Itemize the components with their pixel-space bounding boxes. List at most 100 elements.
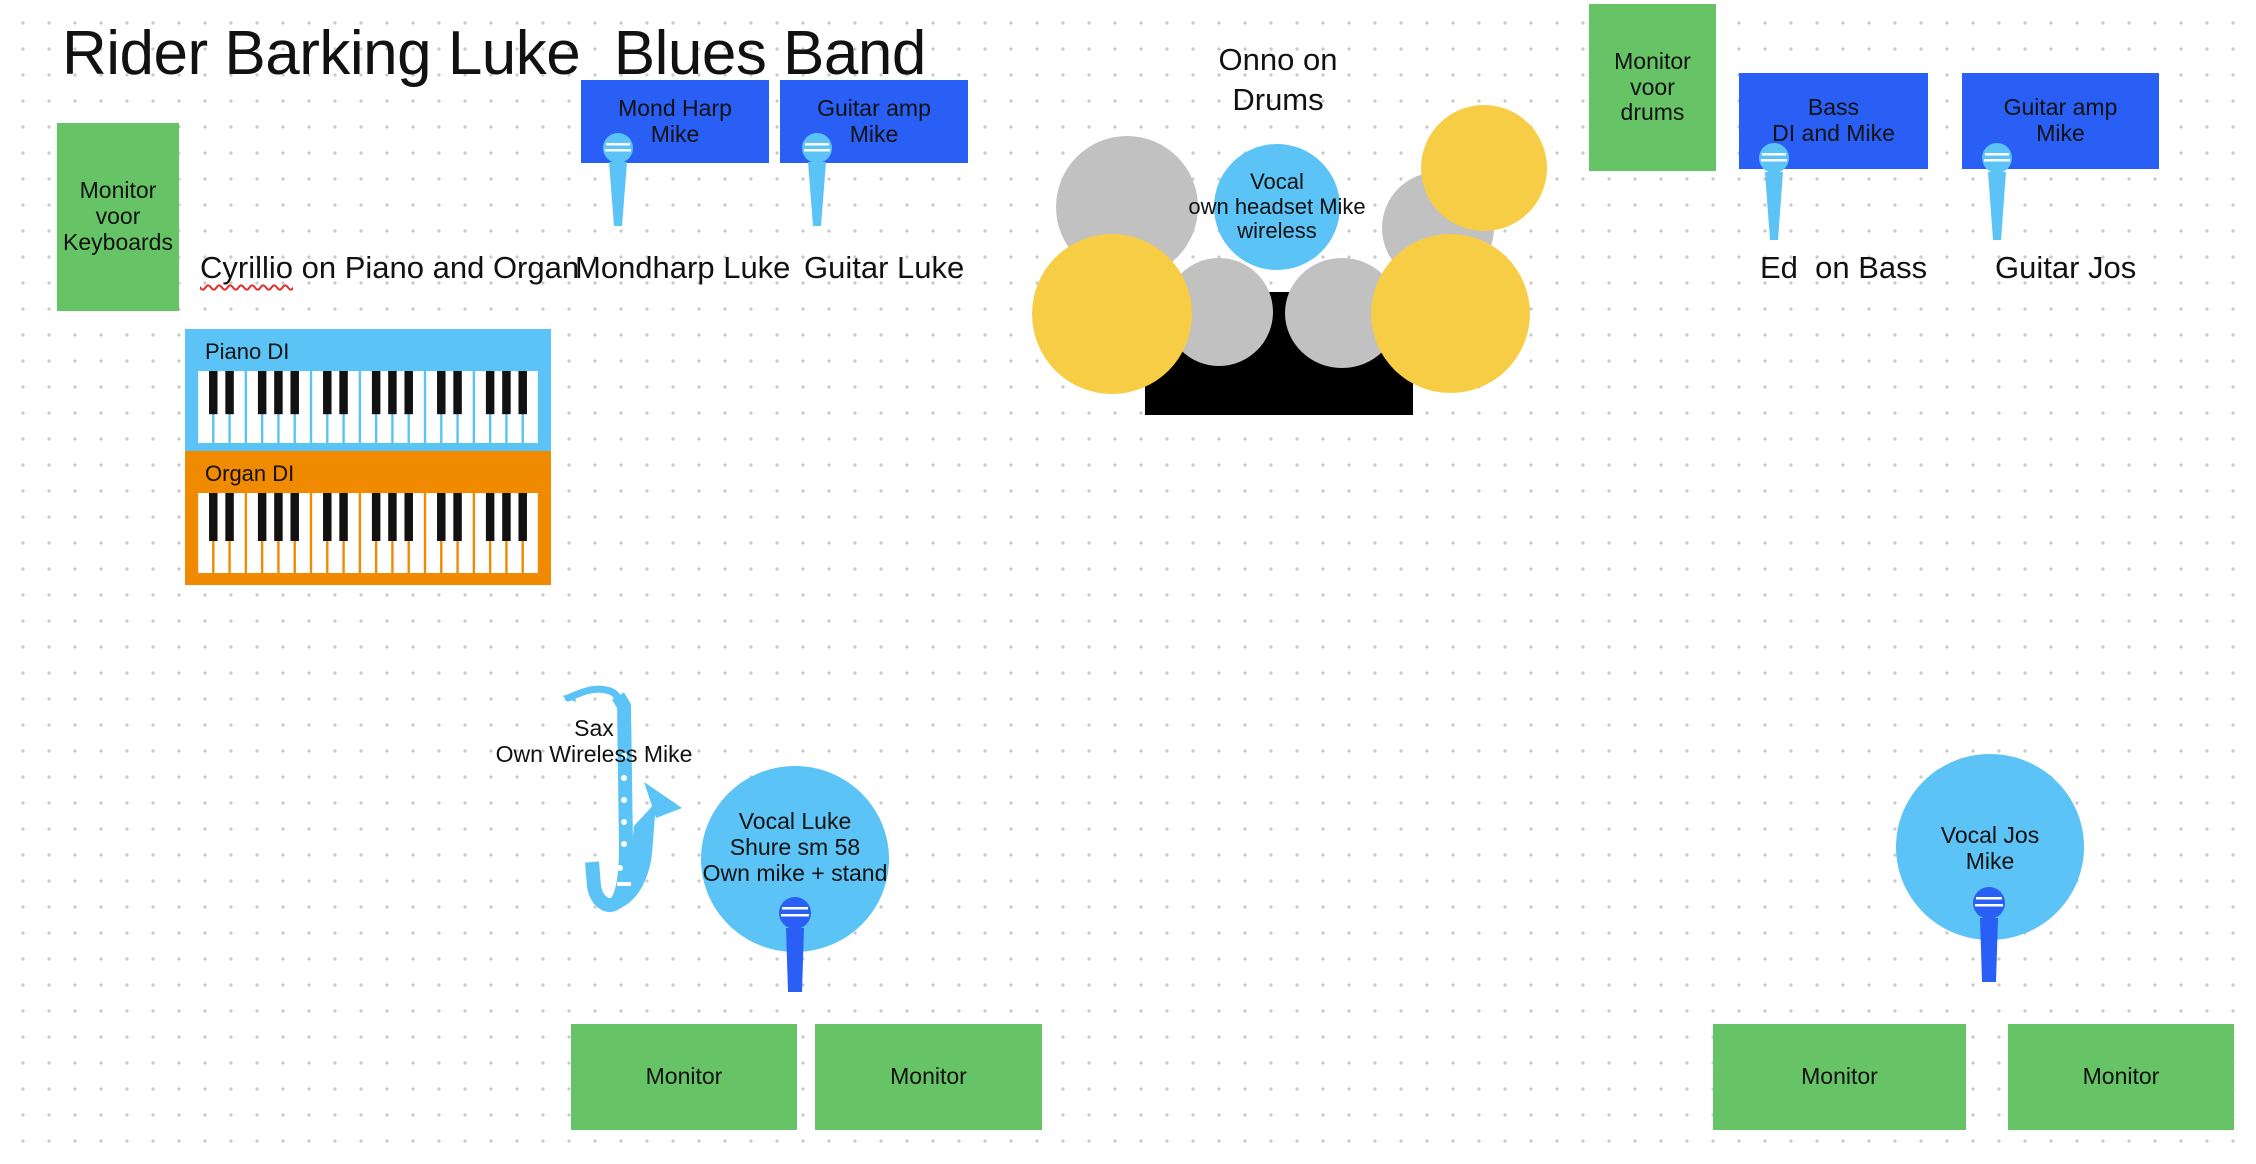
white-key: [442, 493, 457, 573]
crash-cymbal: [1421, 105, 1547, 231]
piano-keyboard[interactable]: Piano DI: [185, 329, 551, 451]
keyboardist-label: Cyrillio on Piano and Organ: [200, 250, 579, 286]
monitor-drums[interactable]: Monitor voor drums: [1589, 4, 1716, 171]
black-key: [225, 371, 234, 415]
piano-di-label: Piano DI: [205, 339, 290, 364]
white-key: [198, 493, 213, 573]
white-key: [409, 371, 424, 443]
white-key: [263, 493, 278, 573]
white-key: [361, 493, 375, 573]
white-key: [491, 371, 506, 443]
white-key: [523, 371, 538, 443]
white-key: [377, 493, 392, 573]
keyboardist-name: Cyrillio: [200, 250, 293, 285]
white-key: [507, 371, 522, 443]
white-key: [491, 493, 506, 573]
white-key: [263, 371, 278, 443]
black-key: [388, 493, 397, 541]
drums-label: Onno on Drums: [1218, 42, 1338, 117]
black-key: [209, 371, 218, 415]
monitor-4[interactable]: Monitor: [2008, 1024, 2234, 1130]
monitor-2[interactable]: Monitor: [815, 1024, 1042, 1130]
white-key: [214, 371, 229, 443]
white-key: [328, 493, 343, 573]
bass-di-box[interactable]: Bass DI and Mike: [1739, 73, 1928, 169]
black-key: [339, 493, 348, 541]
black-key: [274, 493, 283, 541]
black-key: [453, 493, 462, 541]
white-key: [328, 371, 343, 443]
monitor-keyboards[interactable]: Monitor voor Keyboards: [57, 123, 179, 311]
keyboardist-role: on Piano and Organ: [293, 250, 580, 285]
ride-cymbal: [1371, 234, 1530, 393]
organ-keyboard[interactable]: Organ DI: [185, 451, 551, 585]
white-key: [214, 493, 229, 573]
white-key: [312, 371, 327, 443]
white-key: [475, 371, 489, 443]
drums-vocal-circle[interactable]: Vocal own headset Mike wireless: [1188, 144, 1366, 270]
organ-di-label: Organ DI: [205, 461, 295, 486]
vocal-jos-text: Vocal Jos Mike: [1940, 822, 2040, 874]
black-key: [209, 493, 218, 541]
black-key: [485, 371, 495, 415]
black-key: [518, 493, 527, 541]
white-key: [247, 371, 261, 443]
black-key: [502, 493, 511, 541]
page-title: Rider Barking Luke Blues Band: [62, 19, 926, 88]
white-key: [295, 371, 310, 443]
black-key: [290, 493, 299, 541]
guitar-luke-label: Guitar Luke: [804, 250, 965, 285]
monitor-3[interactable]: Monitor: [1713, 1024, 1966, 1130]
mond-harp-mic-icon: [603, 133, 633, 226]
black-key: [371, 493, 381, 541]
white-key: [507, 493, 522, 573]
keyboard-keys-graphic: [198, 371, 538, 443]
white-key: [458, 371, 473, 443]
vocal-luke-text: Vocal Luke Shure sm 58 Own mike + stand: [702, 808, 888, 886]
mondharp-label: Mondharp Luke: [575, 250, 791, 285]
black-key: [257, 493, 267, 541]
black-key: [323, 371, 332, 415]
black-key: [437, 371, 446, 415]
saxophone-icon: [562, 685, 682, 912]
black-key: [323, 493, 332, 541]
ed-bass-label: Ed on Bass: [1760, 250, 1928, 285]
monitor-1[interactable]: Monitor: [571, 1024, 797, 1130]
sax-label: Sax Own Wireless Mike: [495, 715, 693, 768]
white-key: [279, 493, 294, 573]
black-key: [274, 371, 283, 415]
white-key: [523, 493, 538, 573]
white-key: [442, 371, 457, 443]
white-key: [344, 371, 359, 443]
black-key: [290, 371, 299, 415]
vocal-jos-mic-icon: [1973, 887, 2005, 982]
piano-keys: [197, 371, 539, 443]
white-key: [230, 493, 245, 573]
black-key: [453, 371, 462, 415]
bass-mic-icon: [1759, 143, 1789, 240]
guitar-jos-label: Guitar Jos: [1995, 250, 2137, 285]
drums-vocal-text: Vocal own headset Mike wireless: [1188, 168, 1366, 244]
white-key: [230, 371, 245, 443]
black-key: [518, 371, 527, 415]
white-key: [426, 371, 441, 443]
keyboard-keys-graphic: [198, 493, 538, 573]
white-key: [295, 493, 310, 573]
vocal-luke-circle[interactable]: Vocal Luke Shure sm 58 Own mike + stand: [701, 766, 889, 952]
black-key: [371, 371, 381, 415]
black-key: [339, 371, 348, 415]
white-key: [377, 371, 392, 443]
organ-keys: [197, 493, 539, 573]
white-key: [279, 371, 294, 443]
black-key: [437, 493, 446, 541]
guitar-luke-mic-icon: [802, 133, 832, 226]
black-key: [388, 371, 397, 415]
guitar-jos-mic-icon: [1982, 143, 2012, 240]
vocal-luke-mic-icon: [779, 897, 811, 992]
mond-harp-mike-box[interactable]: Mond Harp Mike: [581, 80, 769, 163]
white-key: [393, 371, 408, 443]
white-key: [312, 493, 327, 573]
white-key: [475, 493, 489, 573]
white-key: [426, 493, 441, 573]
white-key: [361, 371, 375, 443]
